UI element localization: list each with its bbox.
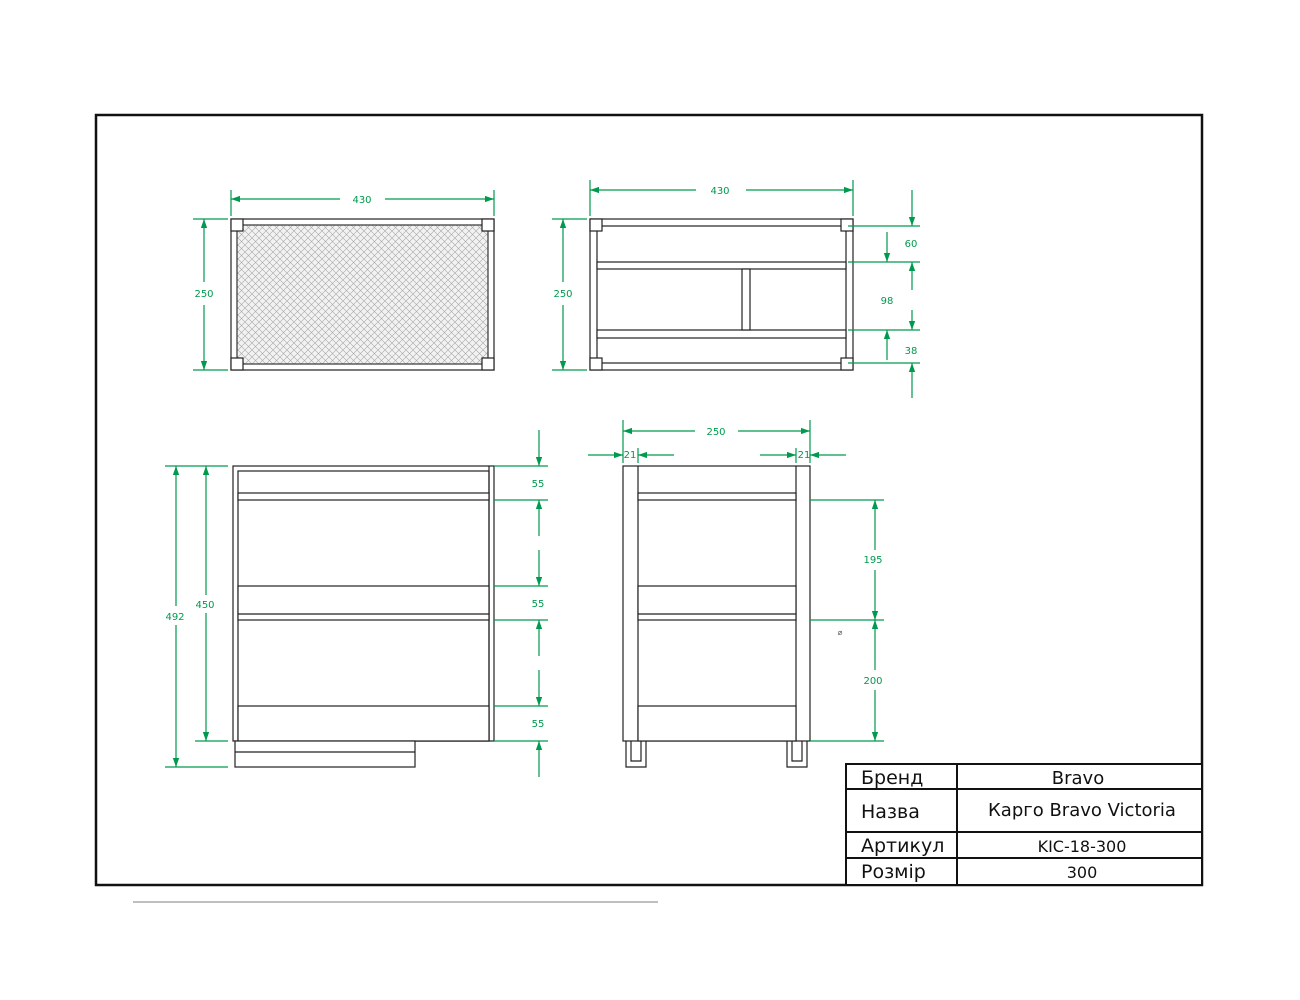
article-label: Артикул xyxy=(861,835,944,857)
plan-dim-98: 98 xyxy=(881,296,894,307)
side-view-dimensions xyxy=(588,420,884,742)
size-value: 300 xyxy=(1067,863,1098,882)
title-block xyxy=(845,763,1203,886)
article-value: KIC-18-300 xyxy=(1038,837,1127,856)
front-shelf-gap-middle: 55 xyxy=(532,599,545,610)
front-total-height-label: 492 xyxy=(165,612,184,623)
plan-depth-label: 250 xyxy=(553,289,572,300)
top-view-width-label: 430 xyxy=(352,195,371,206)
side-view xyxy=(622,465,811,768)
name-value: Карго Bravo Victoria xyxy=(988,800,1176,821)
front-shelf-gap-top: 55 xyxy=(532,479,545,490)
plan-section-dimensions xyxy=(552,180,920,398)
side-left-thickness: 21 xyxy=(624,450,637,461)
plan-dim-60: 60 xyxy=(905,239,918,250)
side-lower-space: 200 xyxy=(863,676,882,687)
front-view xyxy=(232,465,495,768)
top-view-depth-label: 250 xyxy=(194,289,213,300)
front-view-dimensions xyxy=(165,430,548,777)
size-label: Розмір xyxy=(861,861,926,883)
top-view-dimensions xyxy=(193,190,495,371)
top-view xyxy=(230,218,495,371)
side-width-label: 250 xyxy=(706,427,725,438)
brand-value: Bravo xyxy=(1052,768,1104,789)
side-upper-space: 195 xyxy=(863,555,882,566)
plan-width-label: 430 xyxy=(710,186,729,197)
name-label: Назва xyxy=(861,801,920,823)
drawing-frame xyxy=(94,113,1204,887)
side-right-thickness: 21 xyxy=(798,450,811,461)
plan-section-view xyxy=(589,218,854,371)
brand-label: Бренд xyxy=(861,767,923,789)
front-shelf-gap-bottom: 55 xyxy=(532,719,545,730)
plan-dim-38: 38 xyxy=(905,346,918,357)
front-inner-height-label: 450 xyxy=(195,600,214,611)
side-center-marker: ⌀ xyxy=(838,628,843,637)
